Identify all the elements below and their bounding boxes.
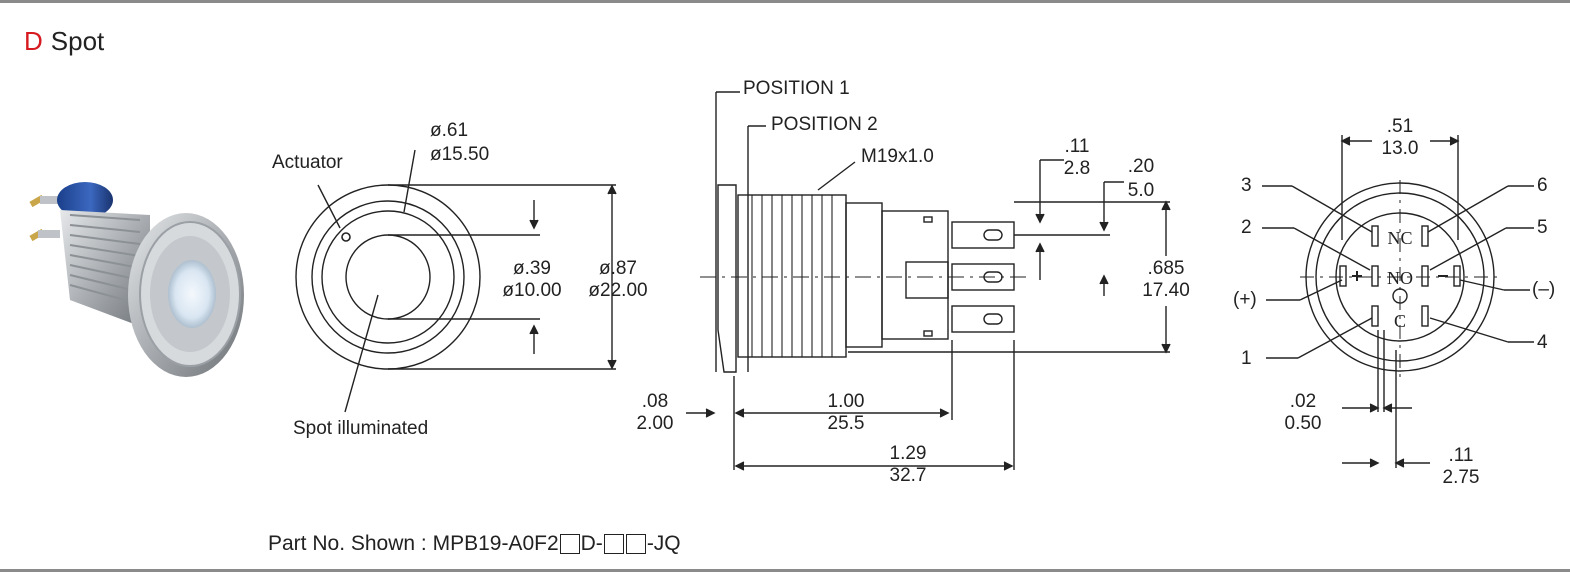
dim-height-mm: 17.40 [1142, 280, 1190, 301]
part-number-mid: D- [580, 532, 603, 555]
dim-body-length-mm: 25.5 [827, 413, 865, 434]
dim-blade-thickness-in: .02 [1289, 391, 1317, 412]
dim-blade-width-mm: 2.75 [1442, 467, 1480, 488]
dim-bezel-mm: 2.00 [636, 413, 674, 434]
dim-terminal-in: .11 [1064, 136, 1090, 157]
plus-terminal-label: (+) [1233, 289, 1257, 310]
dim-total-length-in: 1.29 [889, 443, 927, 464]
placeholder-box [625, 534, 646, 554]
placeholder-box [603, 534, 624, 554]
top-rule [0, 0, 1570, 3]
pin-3-label: 3 [1241, 175, 1252, 196]
dim-pitch-mm: 5.0 [1127, 180, 1155, 201]
dim-blade-width-in: .11 [1448, 445, 1474, 466]
front-view [295, 149, 617, 413]
actuator-label: Actuator [272, 152, 343, 173]
minus-terminal-label: (–) [1532, 279, 1556, 300]
placeholder-box [559, 534, 580, 554]
no-contact-label: NO [1387, 268, 1413, 288]
section-name: Spot [50, 26, 105, 56]
pin-1-label: 1 [1241, 348, 1252, 369]
product-photo [29, 182, 244, 377]
pin-6-label: 6 [1537, 175, 1548, 196]
body-diameter-mm: ø22.00 [588, 280, 648, 301]
dim-blade-thickness-mm: 0.50 [1284, 413, 1322, 434]
dim-pin-span-mm: 13.0 [1381, 138, 1419, 159]
position-1-label: POSITION 1 [743, 78, 850, 99]
dim-height-in: .685 [1147, 258, 1185, 279]
part-number-suffix: -JQ [646, 532, 681, 555]
pin-5-label: 5 [1537, 217, 1548, 238]
dim-terminal-mm: 2.8 [1063, 158, 1091, 179]
pin-2-label: 2 [1241, 217, 1252, 238]
pin-4-label: 4 [1537, 332, 1548, 353]
dim-pin-span-in: .51 [1386, 116, 1414, 137]
side-view [686, 91, 1171, 471]
dim-pitch-in: .20 [1127, 156, 1155, 177]
rear-view [1262, 135, 1534, 468]
bottom-rule [0, 569, 1570, 572]
spot-diameter-mm: ø10.00 [502, 280, 562, 301]
thread-label: M19x1.0 [861, 146, 934, 167]
part-number: Part No. Shown : MPB19-A0F2 D- -JQ [268, 532, 681, 556]
nc-contact-label: NC [1387, 228, 1413, 248]
dim-total-length-mm: 32.7 [889, 465, 927, 486]
spot-diameter-in: ø.39 [512, 258, 552, 279]
part-number-prefix: Part No. Shown : MPB19-A0F2 [268, 532, 559, 555]
dim-bezel-in: .08 [641, 391, 669, 412]
body-diameter-in: ø.87 [598, 258, 638, 279]
common-contact-label: C [1393, 311, 1406, 331]
dim-body-length-in: 1.00 [827, 391, 865, 412]
spot-illuminated-label: Spot illuminated [293, 418, 429, 439]
outer-diameter-in: ø.61 [430, 120, 469, 141]
outer-diameter-mm: ø15.50 [430, 144, 490, 165]
section-letter: D [24, 26, 43, 56]
position-2-label: POSITION 2 [771, 114, 878, 135]
